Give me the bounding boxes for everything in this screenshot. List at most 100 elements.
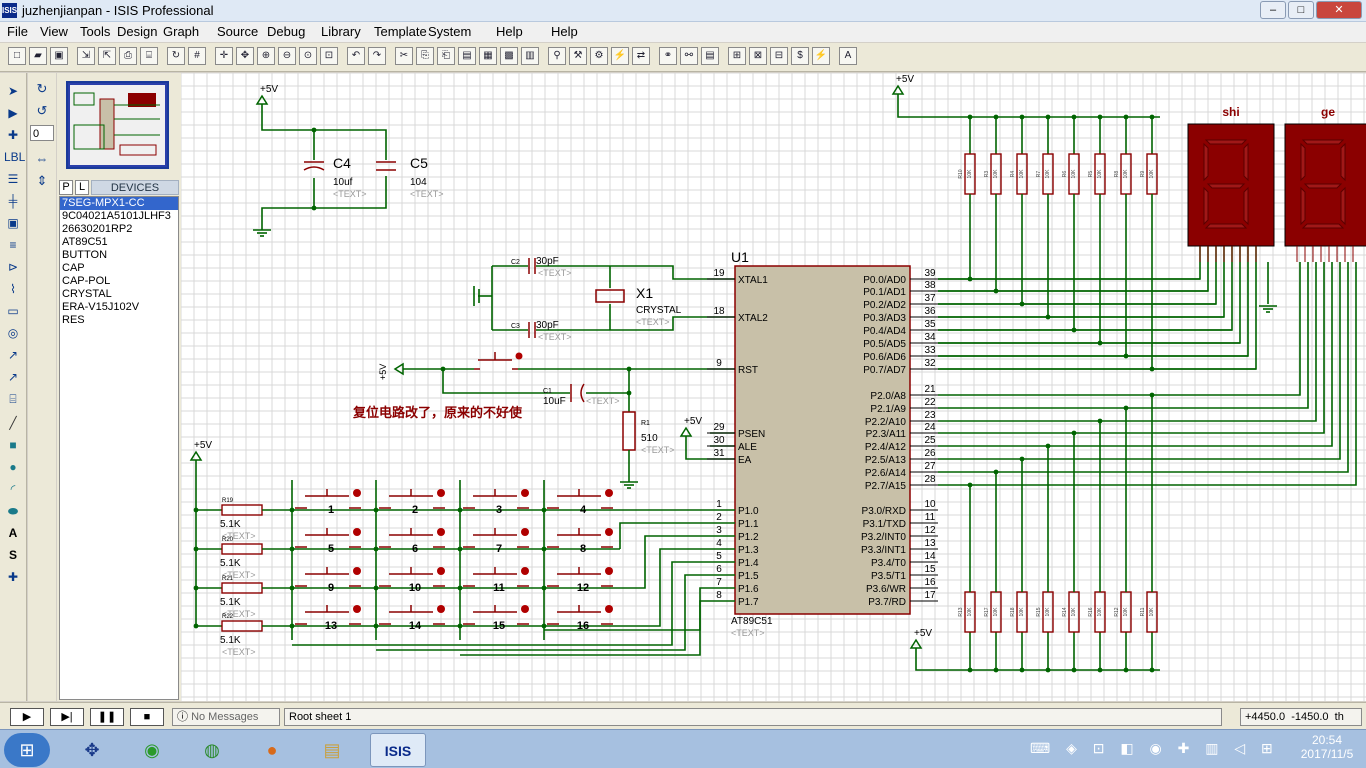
generator-mode-icon[interactable]: ◎: [7, 326, 19, 340]
key-button-knob[interactable]: [605, 528, 613, 536]
menu-file[interactable]: File: [7, 24, 28, 39]
isis-taskbar-button[interactable]: ISIS: [370, 733, 426, 767]
current-probe-icon[interactable]: ↗: [7, 370, 19, 384]
close-button[interactable]: ✕: [1316, 1, 1362, 19]
zoom-all-icon[interactable]: ⊙: [299, 47, 317, 65]
arc-tool-icon[interactable]: ◜: [10, 482, 16, 496]
menu-library[interactable]: Template: [374, 24, 427, 39]
key-button-knob[interactable]: [437, 528, 445, 536]
design-explorer-icon[interactable]: ▤: [701, 47, 719, 65]
minimize-button[interactable]: –: [1260, 1, 1286, 19]
key-button-knob[interactable]: [353, 528, 361, 536]
pin-mode-icon[interactable]: ⊳: [7, 260, 19, 274]
key-button-knob[interactable]: [437, 567, 445, 575]
taskbar-app-icon[interactable]: ✥: [84, 740, 100, 760]
new-icon[interactable]: □: [8, 47, 26, 65]
device-list-item[interactable]: AT89C51: [62, 236, 108, 248]
key-button-symbol[interactable]: [295, 567, 361, 587]
key-button-knob[interactable]: [437, 489, 445, 497]
taskbar-app2-icon[interactable]: ◍: [204, 740, 220, 760]
undo-icon[interactable]: ↶: [347, 47, 365, 65]
menu-design[interactable]: Graph: [163, 24, 200, 39]
electrical-rules-icon[interactable]: ⚡: [812, 47, 830, 65]
rotation-angle-field[interactable]: 0: [30, 125, 54, 141]
key-button-symbol[interactable]: [295, 489, 361, 509]
zoom-area-icon[interactable]: ⊡: [320, 47, 338, 65]
system-tray-icons[interactable]: ⌨ ◈ ⊡ ◧ ◉ ✚ ▥ ◁ ⊞: [1030, 740, 1279, 756]
netlist-to-ares-icon[interactable]: A: [839, 47, 857, 65]
key-button-symbol[interactable]: [463, 489, 529, 509]
key-button-symbol[interactable]: [463, 567, 529, 587]
device-list-item[interactable]: BUTTON: [62, 249, 108, 261]
key-button-knob[interactable]: [353, 489, 361, 497]
print-icon[interactable]: ⎙: [119, 47, 137, 65]
block-rotate-icon[interactable]: ▩: [500, 47, 518, 65]
key-button-symbol[interactable]: [379, 605, 445, 625]
play-button[interactable]: ▶: [10, 708, 44, 726]
pick-device-icon[interactable]: ⚲: [548, 47, 566, 65]
device-list-item[interactable]: CRYSTAL: [62, 288, 112, 300]
key-button-knob[interactable]: [605, 567, 613, 575]
junction-mode-icon[interactable]: ✚: [7, 128, 19, 142]
stop-button[interactable]: ■: [130, 708, 164, 726]
menu-debug[interactable]: Library: [321, 24, 361, 39]
rotate-clockwise-icon[interactable]: ↻: [36, 81, 48, 96]
key-button-symbol[interactable]: [463, 528, 529, 548]
menu-graph[interactable]: Source: [217, 24, 259, 39]
remove-sheet-icon[interactable]: ⊠: [749, 47, 767, 65]
maximize-button[interactable]: □: [1288, 1, 1314, 19]
device-list-item[interactable]: CAP-POL: [62, 275, 111, 287]
print-area-icon[interactable]: ⌸: [140, 47, 158, 65]
zoom-in-icon[interactable]: ⊕: [257, 47, 275, 65]
voltage-probe-icon[interactable]: ↗: [7, 348, 19, 362]
menu-help[interactable]: Help: [551, 24, 578, 39]
overview-window[interactable]: [66, 81, 169, 169]
key-button-symbol[interactable]: [379, 567, 445, 587]
import-icon[interactable]: ⇲: [77, 47, 95, 65]
key-button-symbol[interactable]: [463, 605, 529, 625]
packaging-icon[interactable]: ⚙: [590, 47, 608, 65]
block-move-icon[interactable]: ▦: [479, 47, 497, 65]
component-mode-icon[interactable]: ▶: [8, 106, 18, 120]
key-button-knob[interactable]: [521, 605, 529, 613]
key-button-symbol[interactable]: [295, 605, 361, 625]
device-list-item[interactable]: 9C04021A5101JLHF3: [62, 210, 171, 222]
rotate-anticlockwise-icon[interactable]: ↺: [36, 103, 48, 118]
menu-view[interactable]: View: [40, 24, 68, 39]
cut-icon[interactable]: ✂: [395, 47, 413, 65]
path-tool-icon[interactable]: ⬬: [7, 504, 19, 518]
device-list-item[interactable]: 26630201RP2: [62, 223, 133, 235]
virtual-instruments-icon[interactable]: ⌸: [9, 392, 17, 406]
symbol-tool-icon[interactable]: S: [8, 548, 17, 562]
menu-template[interactable]: System: [428, 24, 472, 39]
block-copy-icon[interactable]: ▤: [458, 47, 476, 65]
device-list-item[interactable]: CAP: [62, 262, 85, 274]
firefox-icon[interactable]: ●: [266, 740, 278, 760]
key-button-symbol[interactable]: [295, 528, 361, 548]
pause-button[interactable]: ❚❚: [90, 708, 124, 726]
key-button-knob[interactable]: [521, 489, 529, 497]
origin-icon[interactable]: ✛: [215, 47, 233, 65]
key-button-knob[interactable]: [353, 567, 361, 575]
zoom-out-icon[interactable]: ⊖: [278, 47, 296, 65]
menu-tools[interactable]: Design: [117, 24, 158, 39]
key-button-symbol[interactable]: [379, 489, 445, 509]
wire-autorouter-icon[interactable]: ⇄: [632, 47, 650, 65]
selection-mode-icon[interactable]: ➤: [7, 84, 19, 98]
circle-tool-icon[interactable]: ●: [9, 460, 17, 474]
line-tool-icon[interactable]: ╱: [9, 416, 17, 430]
tape-recorder-icon[interactable]: ▭: [7, 304, 19, 318]
marker-tool-icon[interactable]: ✚: [7, 570, 19, 584]
refresh-icon[interactable]: ↻: [167, 47, 185, 65]
file-explorer-icon[interactable]: ▤: [323, 740, 341, 760]
key-button-symbol[interactable]: [547, 567, 613, 587]
bus-mode-icon[interactable]: ╪: [8, 194, 18, 208]
key-button-symbol[interactable]: [379, 528, 445, 548]
key-button-knob[interactable]: [521, 567, 529, 575]
pick-devices-button[interactable]: P: [59, 180, 73, 195]
key-button-symbol[interactable]: [547, 605, 613, 625]
device-list-item[interactable]: 7SEG-MPX1-CC: [60, 197, 178, 210]
menu-edit[interactable]: Tools: [80, 24, 111, 39]
